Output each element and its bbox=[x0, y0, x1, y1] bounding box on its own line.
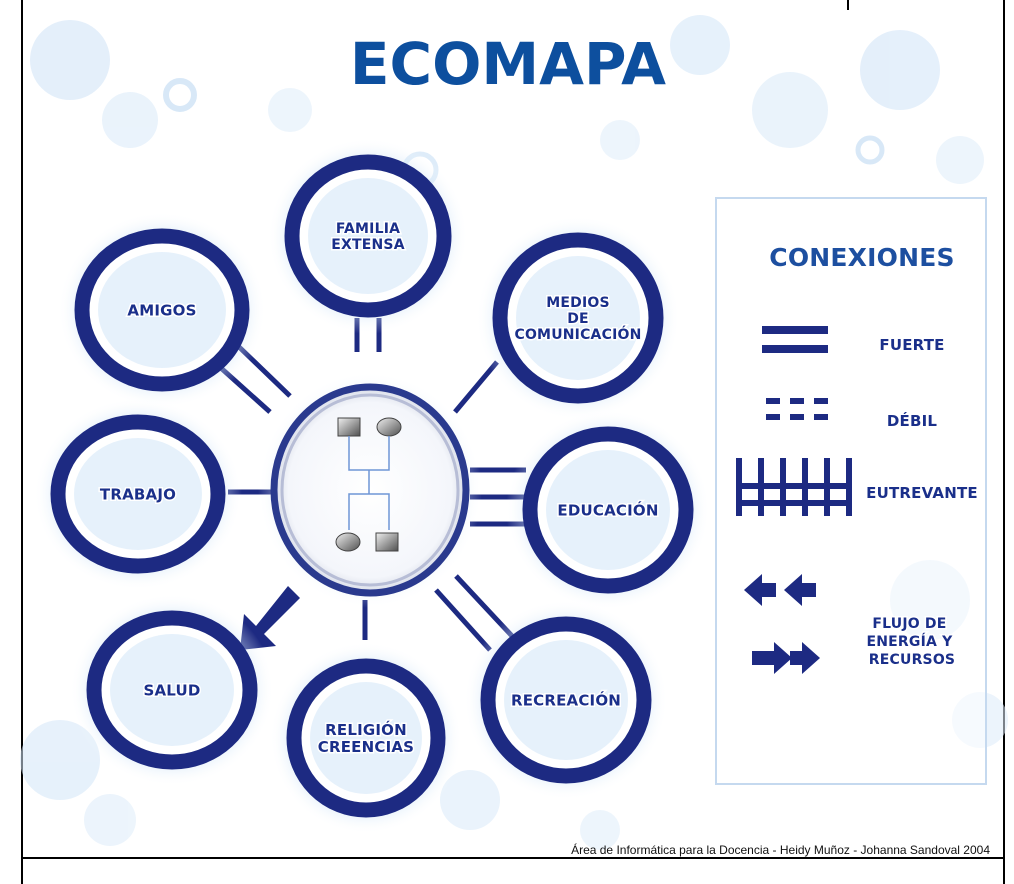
connection-recreacion-1 bbox=[434, 588, 492, 652]
node-label: SALUD bbox=[143, 681, 200, 699]
node-educacion: EDUCACIÓN bbox=[506, 410, 710, 610]
legend-flow-arrows bbox=[744, 574, 820, 674]
legend-panel: CONEXIONES FUERTE DÉBIL EUTREVANTE bbox=[715, 197, 987, 785]
node-amigos: AMIGOS bbox=[58, 212, 266, 408]
node-ring bbox=[284, 154, 452, 318]
node-recreacion: RECREACIÓN bbox=[464, 600, 668, 800]
legend-strong-line-2 bbox=[762, 345, 828, 353]
node-ring bbox=[492, 232, 664, 404]
female-symbol-bottom bbox=[335, 532, 361, 552]
node-halo bbox=[504, 640, 628, 760]
family-center bbox=[258, 372, 482, 608]
legend-estresante-label: EUTREVANTE bbox=[866, 484, 978, 502]
node-ring bbox=[286, 658, 446, 818]
node-halo bbox=[98, 252, 226, 368]
footer-credit: Área de Informática para la Docencia - H… bbox=[571, 842, 990, 857]
legend-stress-line bbox=[736, 458, 852, 516]
connection-medios bbox=[453, 360, 499, 414]
node-label: AMIGOS bbox=[127, 301, 196, 319]
node-trabajo: TRABAJO bbox=[34, 398, 242, 590]
legend-weak-line bbox=[766, 398, 828, 420]
female-symbol-top bbox=[376, 417, 402, 437]
legend-strong-line-1 bbox=[762, 326, 828, 334]
page-title: ECOMAPA bbox=[350, 30, 666, 98]
node-label: TRABAJO bbox=[100, 485, 176, 503]
node-halo bbox=[546, 450, 670, 570]
legend-flujo-label: FLUJO DE ENERGÍA Y RECURSOS bbox=[866, 616, 957, 668]
node-ring bbox=[74, 228, 250, 392]
legend-heading: CONEXIONES bbox=[769, 243, 954, 272]
node-halo bbox=[308, 178, 428, 294]
male-symbol-bottom bbox=[375, 532, 399, 552]
node-halo bbox=[74, 438, 202, 550]
node-halo bbox=[310, 682, 422, 794]
node-salud: SALUD bbox=[70, 594, 274, 786]
energy-flow-arrow bbox=[240, 586, 300, 650]
node-ring bbox=[522, 426, 694, 594]
male-symbol-top bbox=[337, 417, 361, 437]
node-label: RECREACIÓN bbox=[511, 690, 621, 709]
legend-debil-label: DÉBIL bbox=[887, 411, 938, 430]
legend-fuerte-label: FUERTE bbox=[879, 336, 944, 354]
node-label: EDUCACIÓN bbox=[557, 500, 658, 519]
node-halo bbox=[516, 256, 640, 380]
node-ring bbox=[480, 616, 652, 784]
node-ring bbox=[86, 610, 258, 770]
node-ring bbox=[50, 414, 226, 574]
node-halo bbox=[110, 634, 234, 746]
